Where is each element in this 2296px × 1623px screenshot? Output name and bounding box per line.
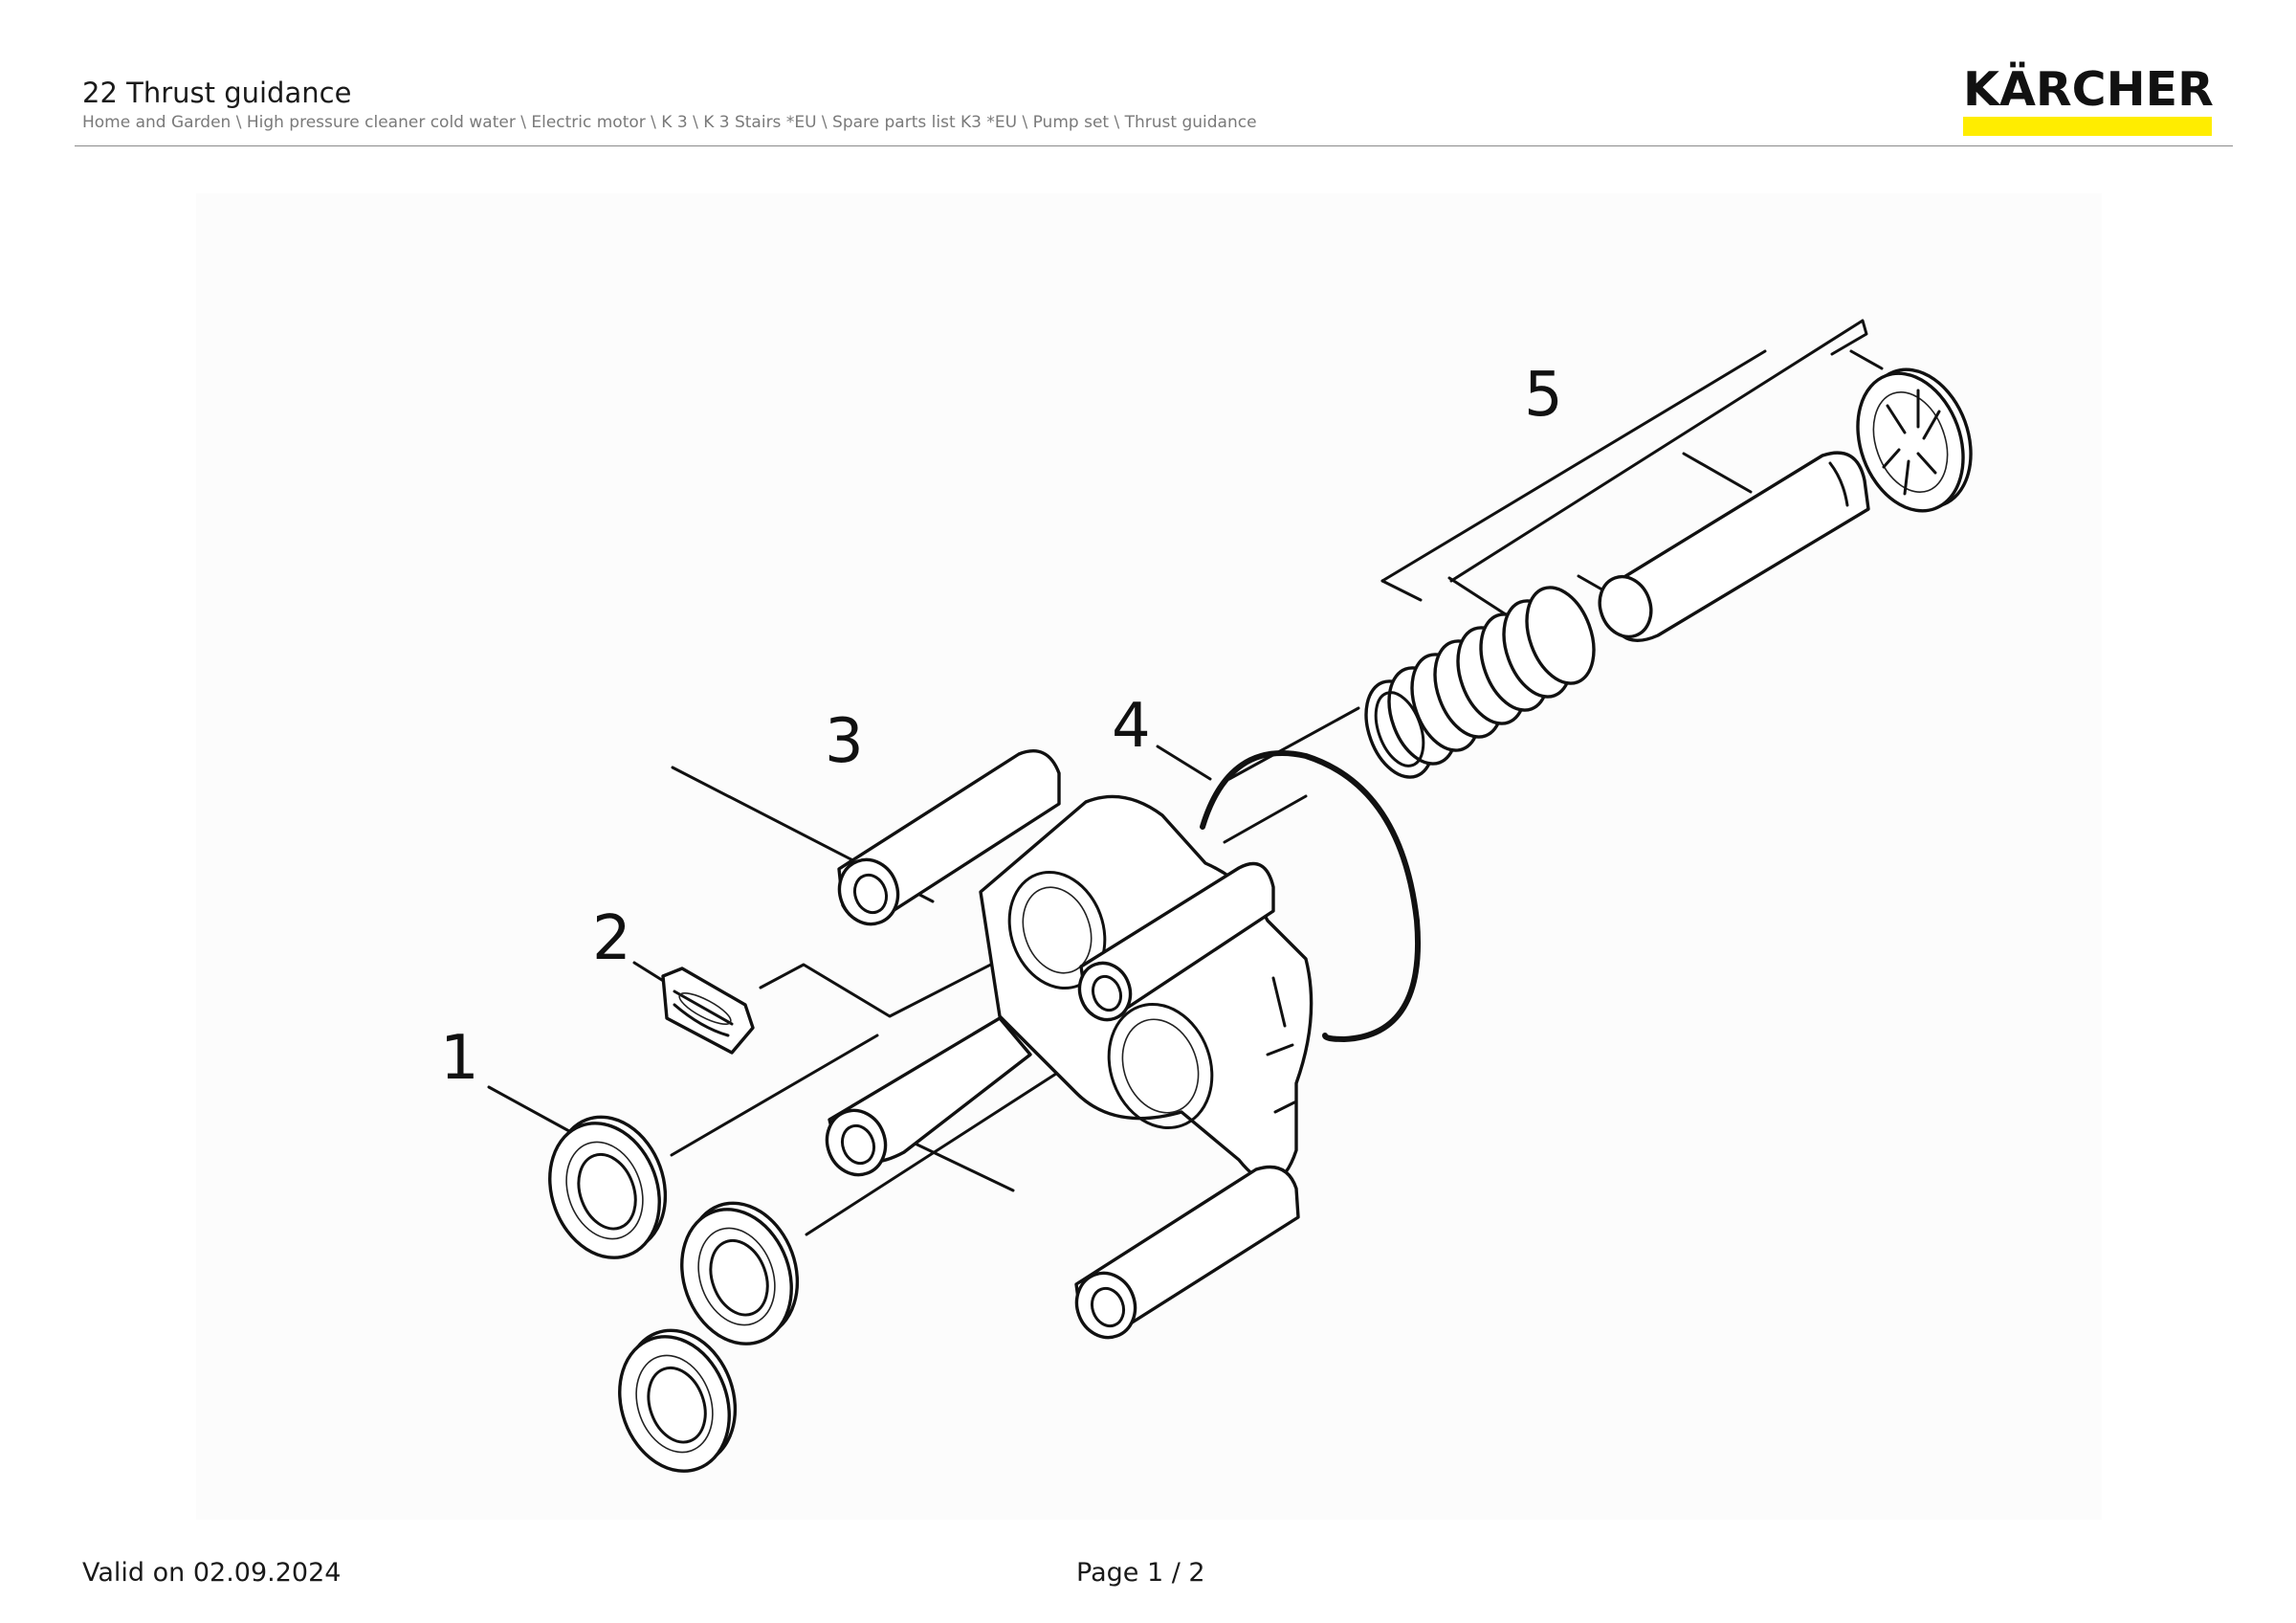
exploded-view-diagram: 1 2 3 4 5 bbox=[196, 193, 2102, 1520]
part-3-thrust-guidance-body bbox=[825, 749, 1314, 1340]
part-4-o-ring bbox=[1200, 750, 1421, 1043]
callout-2: 2 bbox=[592, 903, 631, 974]
breadcrumb: Home and Garden \ High pressure cleaner … bbox=[82, 113, 1257, 132]
callout-numbers: 1 2 3 4 5 bbox=[440, 360, 1563, 1094]
spring bbox=[1364, 586, 1596, 779]
part-1-seal-rings bbox=[548, 1115, 800, 1473]
callout-5: 5 bbox=[1524, 360, 1563, 431]
leader-lines bbox=[487, 319, 1884, 1236]
pin bbox=[1598, 451, 1870, 643]
callout-4: 4 bbox=[1112, 691, 1151, 762]
cap bbox=[1856, 367, 1973, 513]
logo-text: KÄRCHER bbox=[1963, 61, 2214, 117]
validity-date: Valid on 02.09.2024 bbox=[82, 1558, 342, 1588]
karcher-logo: KÄRCHER bbox=[1961, 59, 2214, 138]
header-divider bbox=[75, 145, 2233, 146]
callout-1: 1 bbox=[440, 1023, 479, 1094]
callout-3: 3 bbox=[825, 706, 864, 777]
page-number: Page 1 / 2 bbox=[1076, 1558, 1205, 1588]
part-5-spring-pin-cap bbox=[1364, 367, 1973, 779]
logo-yellow-bar bbox=[1963, 117, 2212, 136]
page-title: 22 Thrust guidance bbox=[82, 77, 352, 109]
part-2-guide-insert bbox=[661, 967, 755, 1055]
